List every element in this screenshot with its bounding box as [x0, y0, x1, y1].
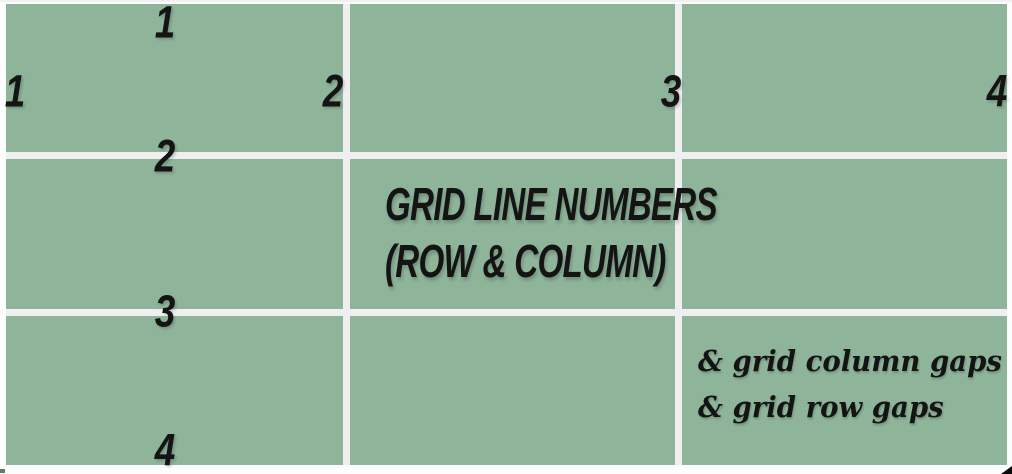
diagram-title-line-1: GRID LINE NUMBERS — [385, 178, 718, 230]
column-line-number-3: 3 — [660, 65, 682, 117]
grid-cell — [682, 316, 1007, 465]
grid-cell — [6, 159, 343, 309]
row-line-number-3: 3 — [154, 285, 176, 337]
diagram-title: GRID LINE NUMBERS (ROW & COLUMN) — [385, 176, 718, 290]
gaps-note-line-2: & grid row gaps — [698, 390, 944, 424]
grid-cell — [6, 316, 343, 465]
column-line-number-1: 1 — [4, 65, 26, 117]
top-edge-line — [0, 0, 1012, 2]
diagram-title-line-2: (ROW & COLUMN) — [385, 235, 666, 287]
grid-cell — [682, 159, 1007, 309]
grid-cell — [350, 4, 675, 152]
row-line-number-2: 2 — [154, 130, 176, 182]
gaps-note-line-1: & grid column gaps — [698, 344, 1002, 378]
row-line-number-1: 1 — [154, 0, 176, 48]
bottom-left-artifact — [0, 469, 5, 473]
row-line-number-4: 4 — [154, 424, 176, 474]
grid-cell — [350, 159, 675, 309]
grid-cell — [682, 4, 1007, 152]
grid-cell — [6, 4, 343, 152]
bottom-right-corner-artifact — [1001, 466, 1012, 474]
gaps-note: & grid column gaps & grid row gaps — [698, 338, 1002, 430]
css-grid-illustration — [6, 4, 1007, 465]
grid-cell — [350, 316, 675, 465]
column-line-number-2: 2 — [322, 65, 344, 117]
column-line-number-4: 4 — [986, 65, 1008, 117]
